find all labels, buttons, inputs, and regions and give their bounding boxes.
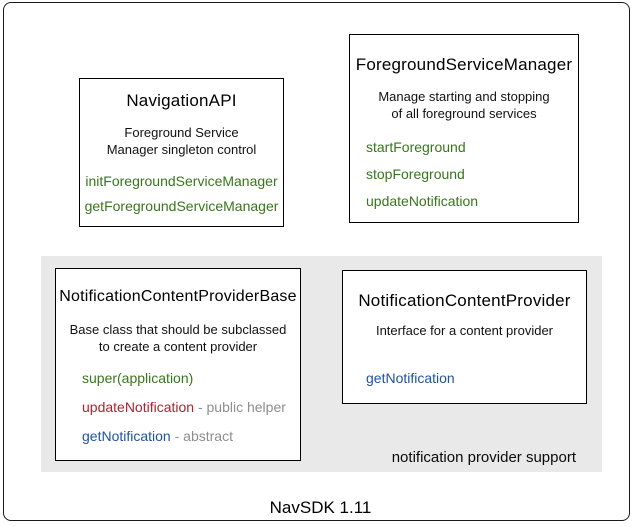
notification-content-provider-title: NotificationContentProvider [358, 291, 571, 310]
notification-content-provider-base-description: Base class that should be subclassed to … [56, 322, 300, 356]
method-get-notification: getNotification [366, 370, 586, 387]
navigation-api-box: NavigationAPI Foreground Service Manager… [79, 78, 284, 227]
navigation-api-description-line2: Manager singleton control [106, 142, 257, 158]
method-get-notification: getNotification - abstract [82, 428, 300, 445]
foreground-service-manager-box: ForegroundServiceManager Manage starting… [349, 34, 579, 223]
navigation-api-title: NavigationAPI [126, 91, 237, 110]
foreground-service-manager-description-line2: of all foreground services [391, 106, 537, 122]
method-update-notification: updateNotification [366, 193, 578, 210]
notification-content-provider-description: Interface for a content provider [343, 323, 586, 340]
method-name: updateNotification [82, 398, 195, 415]
notification-content-provider-base-box: NotificationContentProviderBase Base cla… [55, 268, 301, 461]
notification-content-provider-base-title: NotificationContentProviderBase [59, 288, 297, 305]
method-name: initForegroundServiceManager [85, 173, 278, 190]
notification-content-provider-base-methods: super(application) updateNotification - … [56, 370, 300, 444]
method-name: getForegroundServiceManager [84, 197, 279, 214]
method-suffix: - abstract [170, 427, 233, 444]
foreground-service-manager-title: ForegroundServiceManager [355, 55, 573, 74]
method-name: super(application) [82, 369, 194, 386]
notification-provider-support-caption: notification provider support [391, 449, 576, 466]
method-init-foreground-service-manager: initForegroundServiceManager [80, 173, 283, 190]
method-name: stopForeground [366, 165, 465, 182]
method-name: getNotification [366, 370, 455, 387]
method-stop-foreground: stopForeground [366, 166, 578, 183]
method-start-foreground: startForeground [366, 139, 578, 156]
navigation-api-description-line1: Foreground Service [124, 125, 239, 141]
method-super-application: super(application) [82, 370, 300, 387]
notification-content-provider-description-line1: Interface for a content provider [375, 323, 554, 339]
foreground-service-manager-methods: startForeground stopForeground updateNot… [350, 139, 578, 209]
sdk-version-label: NavSDK 1.11 [269, 498, 372, 517]
method-name: updateNotification [366, 192, 479, 209]
method-update-notification: updateNotification - public helper [82, 399, 300, 416]
notification-content-provider-base-description-line1: Base class that should be subclassed [69, 322, 287, 338]
method-suffix: - public helper [194, 398, 286, 415]
notification-content-provider-base-description-line2: to create a content provider [98, 339, 258, 355]
notification-content-provider-box: NotificationContentProvider Interface fo… [342, 270, 587, 404]
method-name: startForeground [366, 139, 466, 156]
navigation-api-methods: initForegroundServiceManager getForegrou… [80, 173, 283, 215]
navigation-api-description: Foreground Service Manager singleton con… [80, 125, 283, 159]
diagram-outer-frame: NavigationAPI Foreground Service Manager… [3, 2, 630, 521]
method-get-foreground-service-manager: getForegroundServiceManager [80, 198, 283, 215]
notification-content-provider-methods: getNotification [343, 370, 586, 387]
method-name: getNotification [82, 427, 171, 444]
foreground-service-manager-description-line1: Manage starting and stopping [378, 89, 550, 105]
foreground-service-manager-description: Manage starting and stopping of all fore… [350, 89, 578, 123]
